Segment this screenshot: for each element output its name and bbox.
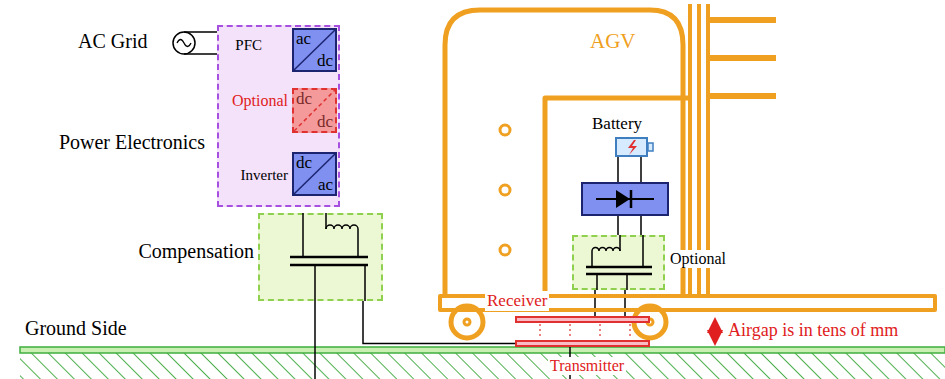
receiver-pad: Receiver [515, 316, 650, 323]
port-label: dc [317, 112, 333, 132]
agv-body [445, 10, 683, 297]
node-label: AC Grid [78, 30, 147, 53]
rectifier-symbol [582, 183, 668, 215]
vehicle-label: AGV [590, 29, 636, 53]
power-electronics-group: Power ElectronicsPFCacdcOptionaldcdcInve… [217, 25, 340, 207]
node-label: PFC [235, 37, 262, 54]
diode-triangle [616, 190, 630, 208]
node-label: Battery [592, 114, 642, 134]
agv-wheel [451, 306, 483, 338]
coupling-field [540, 324, 630, 339]
node-symbol [617, 139, 646, 155]
node-label: Receiver [485, 291, 549, 311]
airgap-label: Airgap is in tens of mm [728, 320, 898, 341]
node-label: Optional [232, 92, 288, 110]
agv-bolt [500, 125, 510, 135]
ground [20, 347, 945, 379]
converter-block: PFCacdc [292, 28, 337, 72]
agv-inner-frame [545, 98, 688, 297]
port-label: ac [318, 175, 333, 195]
port-label: ac [296, 29, 311, 49]
port-label: dc [296, 89, 312, 109]
battery-icon: Battery [615, 137, 648, 157]
transmitter-pad: Transmitter [515, 340, 650, 347]
airgap-arrow [714, 319, 716, 344]
agv-bolt [500, 185, 510, 195]
wire-connector [595, 290, 625, 316]
ground-label: Ground Side [25, 317, 127, 340]
ground-surface [20, 347, 945, 353]
rectifier-box [582, 183, 668, 215]
node-label: Power Electronics [59, 131, 205, 154]
node-label: Inverter [241, 167, 288, 184]
agv-frame [440, 4, 935, 338]
diode-bar [630, 190, 633, 208]
optional-compensation: Optional [572, 235, 665, 290]
node-symbol [574, 237, 663, 288]
wire [314, 301, 316, 379]
node-label: Optional [668, 250, 728, 268]
grid-source: AC Grid [78, 28, 196, 58]
optional-converter-block: Optionaldcdc [292, 88, 337, 133]
inverter-block: Inverterdcac [292, 152, 337, 196]
agv-bolt [500, 245, 510, 255]
ground-hatch [20, 353, 945, 379]
port-label: dc [296, 153, 312, 173]
wheel-hub [464, 319, 470, 325]
compensation-network: Compensation [258, 213, 383, 301]
port-label: dc [317, 51, 333, 71]
agv-forks [708, 20, 776, 96]
field-lines [540, 324, 630, 339]
node-label: Transmitter [548, 357, 626, 375]
node-label: Compensation [138, 240, 254, 263]
node-symbol [260, 215, 381, 299]
